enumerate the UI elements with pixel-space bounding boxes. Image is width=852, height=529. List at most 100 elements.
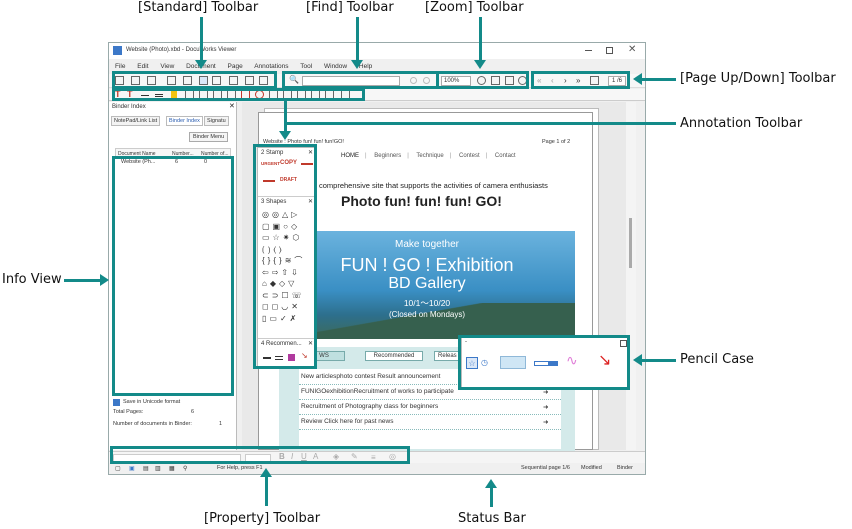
line-style-icon[interactable]: ≡: [371, 453, 376, 462]
nav-contact[interactable]: Contact: [494, 153, 516, 159]
stamp-panel-close-icon[interactable]: ✕: [308, 150, 314, 156]
history-clock-icon[interactable]: ◷: [481, 358, 488, 367]
double-line-tool-icon[interactable]: [155, 94, 163, 97]
view-pin-icon[interactable]: ⚲: [183, 466, 188, 472]
stamp-urgent[interactable]: URGENT: [261, 161, 280, 166]
scrollbar-thumb[interactable]: [629, 218, 632, 268]
recommend-line-icon[interactable]: [263, 357, 271, 359]
shape-item[interactable]: ▭☆✷⬡: [262, 233, 303, 242]
view-spread-icon[interactable]: ▦: [169, 466, 175, 472]
shape-item[interactable]: ⇦⇨⇧⇩: [262, 267, 301, 277]
line-color-icon[interactable]: ✎: [351, 452, 358, 461]
tab-signature[interactable]: Signatu: [204, 116, 229, 126]
view-single-icon[interactable]: ▢: [115, 466, 121, 472]
stamp-confidential-icon[interactable]: [301, 163, 313, 165]
recommend-double-line-icon[interactable]: [275, 356, 283, 360]
minimize-icon[interactable]: [585, 50, 592, 51]
shapes-panel-close-icon[interactable]: ✕: [308, 199, 314, 205]
tab-recommended[interactable]: Recommended: [365, 351, 423, 361]
view-mode-icon[interactable]: [167, 76, 176, 85]
fit-width-icon[interactable]: [505, 76, 514, 85]
maximize-icon[interactable]: [606, 47, 613, 54]
stamp-copy[interactable]: COPY: [280, 160, 298, 166]
find-prev-icon[interactable]: [423, 77, 430, 84]
transparency-icon[interactable]: ◎: [389, 452, 396, 461]
favorites-star-icon[interactable]: ☆: [466, 357, 478, 369]
binder-menu-button[interactable]: Binder Menu: [189, 132, 229, 142]
pencil-red-arrow-icon[interactable]: ↘: [598, 352, 612, 369]
menu-page[interactable]: Page: [227, 63, 243, 70]
shape-item[interactable]: ▯▭✓✗: [262, 313, 300, 323]
recommend-panel-close-icon[interactable]: ✕: [308, 341, 314, 347]
pencil-wave-icon[interactable]: ∿: [566, 352, 578, 368]
menu-annotations[interactable]: Annotations: [254, 63, 289, 70]
font-color-icon[interactable]: A: [313, 452, 319, 461]
stamp-underline-icon[interactable]: [263, 180, 275, 182]
menu-help[interactable]: Help: [358, 63, 373, 70]
line-tool-icon[interactable]: [141, 95, 149, 96]
page-icon[interactable]: [183, 76, 192, 85]
print-icon[interactable]: [131, 76, 140, 85]
select-tool-icon[interactable]: [212, 76, 221, 85]
view-columns-icon[interactable]: ▥: [155, 466, 161, 472]
save-icon[interactable]: [147, 76, 156, 85]
menu-edit[interactable]: Edit: [137, 63, 149, 70]
stamp-draft[interactable]: DRAFT: [280, 177, 297, 183]
list-item[interactable]: New articlesphoto contest Result announc…: [301, 373, 441, 380]
paste-icon[interactable]: [245, 76, 254, 85]
pencil-case-pin-icon[interactable]: [620, 340, 627, 347]
pencil-marker-bar[interactable]: [534, 361, 558, 366]
first-page-icon[interactable]: «: [537, 76, 542, 85]
menu-view[interactable]: View: [160, 63, 175, 70]
fill-color-icon[interactable]: ◈: [333, 452, 340, 461]
hand-tool-icon[interactable]: [199, 76, 208, 85]
page-counter[interactable]: 1 /6: [608, 76, 626, 86]
undo-icon[interactable]: [259, 76, 268, 85]
col-number-of[interactable]: Number of...: [201, 151, 229, 157]
find-magnifier-icon[interactable]: 🔍: [289, 75, 299, 84]
tab-notepad[interactable]: NotePad/Link List: [111, 116, 161, 126]
menu-tool[interactable]: Tool: [300, 63, 313, 70]
view-thumb-icon[interactable]: ▤: [143, 466, 149, 472]
fit-page-icon[interactable]: [491, 76, 500, 85]
nav-contest[interactable]: Contest: [458, 153, 480, 159]
bold-icon[interactable]: B: [279, 452, 285, 461]
close-icon[interactable]: ✕: [628, 44, 637, 55]
shape-item[interactable]: ◻◻◡✕: [262, 302, 301, 311]
tab-binder-index[interactable]: Binder Index: [166, 116, 203, 126]
new-icon[interactable]: [115, 76, 124, 85]
zoom-select[interactable]: 100%: [441, 76, 471, 86]
prev-page-icon[interactable]: ‹: [551, 76, 554, 85]
unicode-checkbox[interactable]: [113, 399, 120, 406]
italic-icon[interactable]: I: [291, 452, 294, 461]
find-next-icon[interactable]: [410, 77, 417, 84]
shape-item[interactable]: {}{}≋⌒: [262, 256, 306, 265]
nav-beginners[interactable]: Beginners: [374, 153, 402, 159]
underline-icon[interactable]: U: [301, 452, 307, 461]
vertical-scrollbar[interactable]: [626, 102, 636, 450]
recommend-marker-icon[interactable]: [288, 354, 295, 361]
info-view-close-icon[interactable]: ✕: [229, 103, 235, 110]
shape-item[interactable]: ⊂⊃☐☏: [262, 290, 305, 300]
copy-icon[interactable]: [229, 76, 238, 85]
last-page-icon[interactable]: »: [576, 76, 581, 85]
view-mode-icon[interactable]: ▣: [129, 466, 135, 472]
shape-item[interactable]: ▢▣○◇: [262, 221, 301, 231]
shape-item[interactable]: ⌂◆◇▽: [262, 279, 298, 288]
goto-page-icon[interactable]: [590, 76, 599, 85]
col-number[interactable]: Number...: [172, 151, 194, 157]
table-row[interactable]: Website (Ph... 6 0: [115, 159, 231, 167]
next-page-icon[interactable]: ›: [564, 76, 567, 85]
marker-tool-icon[interactable]: [171, 91, 177, 98]
menu-file[interactable]: File: [115, 63, 126, 70]
list-item[interactable]: FUNIGOexhibitionRecruitment of works to …: [301, 388, 454, 395]
text-alt-tool-icon[interactable]: T: [127, 89, 133, 99]
list-item[interactable]: Review Click here for past news: [301, 418, 394, 425]
zoom-out-icon[interactable]: [477, 76, 486, 85]
menu-window[interactable]: Window: [323, 63, 348, 70]
find-input[interactable]: [302, 76, 400, 86]
shape-item[interactable]: ◎◎△▷: [262, 210, 301, 219]
list-item[interactable]: Recruitment of Photography class for beg…: [301, 403, 439, 410]
nav-home[interactable]: HOME: [341, 153, 359, 159]
col-document-name[interactable]: Document Name: [118, 151, 156, 157]
